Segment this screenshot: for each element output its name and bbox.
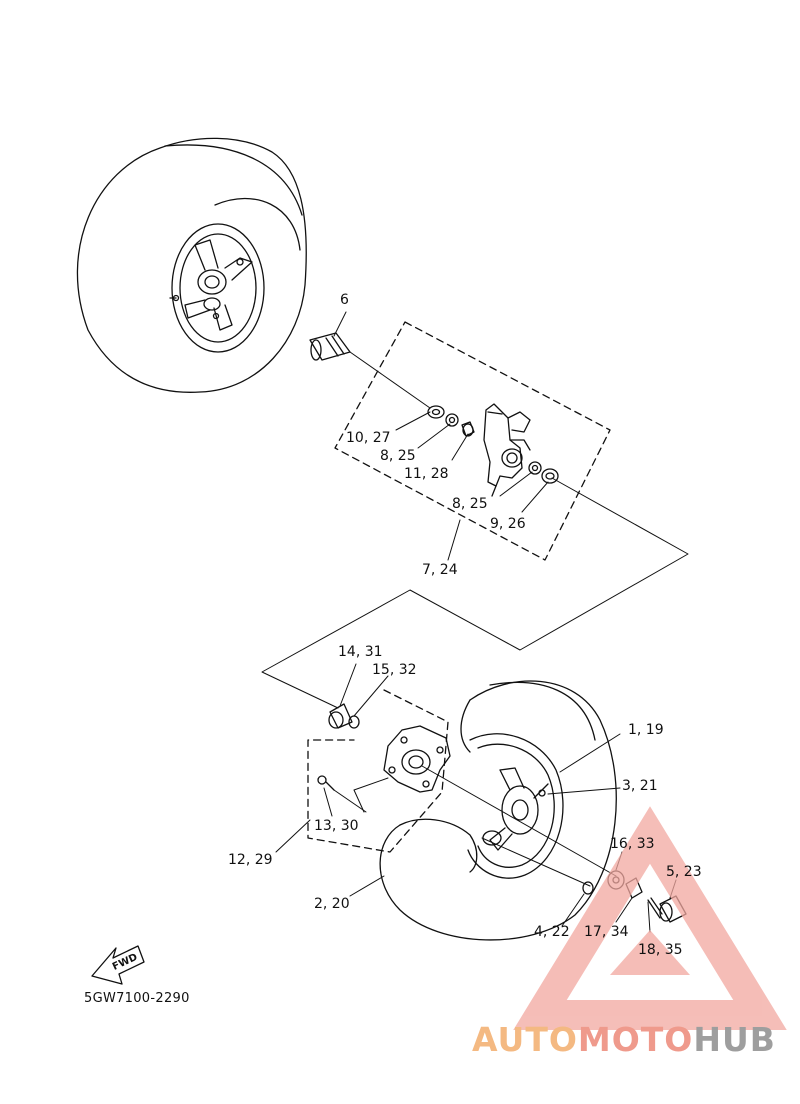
label-5-23: 5, 23 [666,864,702,880]
fwd-arrow-icon [91,945,145,985]
label-18-35: 18, 35 [638,942,683,958]
label-10-27: 10, 27 [346,430,391,446]
label-13-30: 13, 30 [314,818,359,834]
upper-hub-cap [203,297,221,311]
upper-stud-3 [212,312,220,320]
lower-wheel-assembly [379,680,617,941]
lower-rim-hub-bore [511,799,529,821]
upper-rim [171,223,265,353]
upper-hub-bore [204,275,220,289]
upper-hub-spoke-1 [194,239,219,271]
assembly-reference-line [261,477,689,709]
upper-hub-spoke-2 [224,257,253,281]
knuckle-group-dashed-box [334,321,611,561]
watermark-moto: MOTO [577,1020,694,1059]
label-1-19: 1, 19 [628,722,664,738]
upper-hub-spoke-3 [184,299,211,319]
lower-tire-inner [460,699,471,753]
wheel-hub [383,725,451,793]
upper-wheel-assembly [76,137,307,393]
part-number-labels: 6 10, 27 8, 25 11, 28 8, 25 9, 26 7, 24 … [111,292,702,973]
lower-rim-ring [467,733,564,879]
label-16-33: 16, 33 [610,836,655,852]
lower-rim-valve [538,789,546,797]
label-15-32: 15, 32 [372,662,417,678]
watermark-logo: AUTOMOTOHUB [472,1020,776,1059]
label-4-22: 4, 22 [534,924,570,940]
lower-tire-outer [379,680,617,941]
upper-tire-inner-edge [214,197,301,251]
upper-stud-1 [236,258,244,266]
upper-hub-center [197,269,227,295]
lower-axle-line-2 [481,837,591,887]
diagram-code: 5GW7100-2290 [84,991,190,1006]
label-9-26: 9, 26 [490,516,526,532]
lower-rim-spoke-2 [533,783,549,799]
upper-tire-tread-line [164,144,303,216]
label-7-24: 7, 24 [422,562,458,578]
upper-bearings [427,405,559,484]
lower-rim-spoke-1 [499,767,525,791]
lower-tire-lip [399,818,478,873]
label-14-31: 14, 31 [338,644,383,660]
lower-axle-line [421,765,617,877]
label-2-20: 2, 20 [314,896,350,912]
upper-hub-spoke-4 [213,304,233,331]
lower-tire-bead [489,681,596,741]
watermark-hub: HUB [693,1020,776,1059]
label-6: 6 [340,292,349,308]
label-8-25-lower: 8, 25 [452,496,488,512]
watermark-auto: AUTO [472,1020,578,1059]
watermark-triangle-icon [513,806,787,1030]
label-3-21: 3, 21 [622,778,658,794]
label-17-34: 17, 34 [584,924,629,940]
label-8-25-upper: 8, 25 [380,448,416,464]
fwd-label: FWD [111,952,139,973]
upper-tire-outer [76,137,307,393]
axle-shaft [309,332,431,409]
lower-rim-hub [501,785,539,835]
label-12-29: 12, 29 [228,852,273,868]
steering-knuckle [483,403,531,497]
upper-rim-inner [179,233,257,343]
label-11-28: 11, 28 [404,466,449,482]
hub-stud-bolt [317,775,389,813]
lower-rim-ring-2 [477,743,555,868]
hub-group-dashed-box [307,689,449,853]
